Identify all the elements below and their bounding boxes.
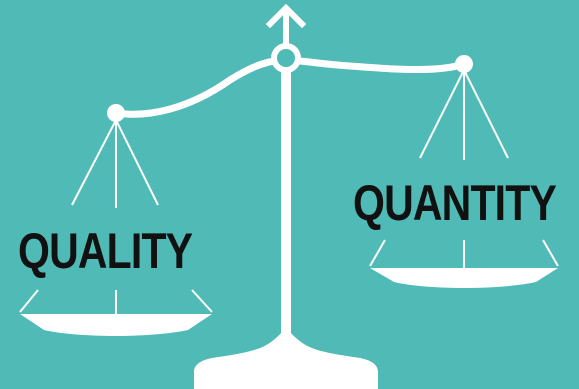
right-pan bbox=[370, 268, 558, 288]
arrow-up-icon bbox=[265, 3, 307, 48]
left-pan bbox=[20, 314, 212, 336]
left-pan-assembly bbox=[19, 104, 213, 336]
quality-label: QUALITY bbox=[18, 223, 193, 279]
scale-base bbox=[194, 330, 378, 389]
right-pan-assembly bbox=[369, 55, 559, 288]
quantity-label: QUANTITY bbox=[353, 175, 557, 231]
scale-pivot bbox=[271, 43, 301, 73]
scale-post bbox=[281, 70, 291, 350]
